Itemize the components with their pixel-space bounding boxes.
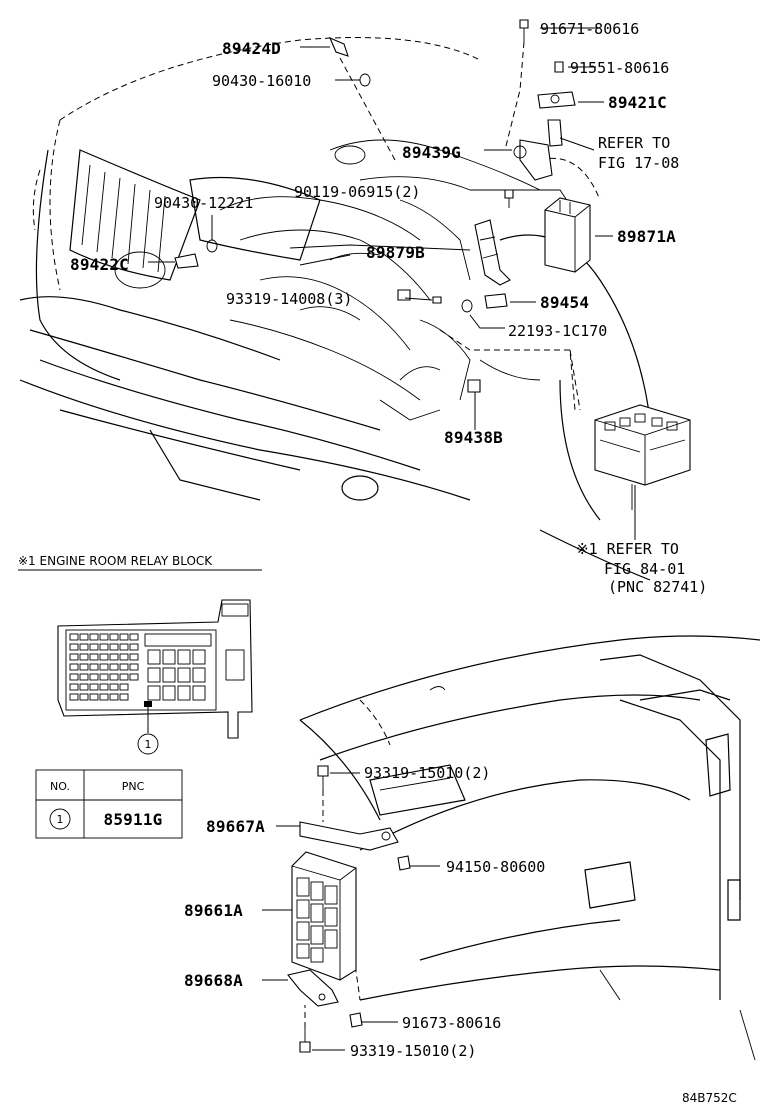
- label-89421c[interactable]: 89421C: [608, 93, 667, 112]
- label-91551-80616[interactable]: 91551-80616: [570, 59, 669, 77]
- fasteners-top: [174, 19, 564, 393]
- label-91671-80616[interactable]: 91671-80616: [540, 20, 639, 38]
- label-89667a[interactable]: 89667A: [206, 817, 265, 836]
- bracket-89879b-illustration: [474, 219, 511, 286]
- label-89422c[interactable]: 89422C: [70, 255, 129, 274]
- label-89439g[interactable]: 89439G: [402, 143, 461, 162]
- label-90430-16010[interactable]: 90430-16010: [212, 72, 311, 90]
- label-90119-06915[interactable]: 90119-06915(2): [294, 183, 420, 201]
- ecu-89871a-illustration: [544, 197, 591, 273]
- callout-number: 1: [145, 738, 152, 751]
- part-labels-top: 89424D 90430-16010 91671-80616 91551-806…: [70, 20, 707, 596]
- fig-84-01-link[interactable]: FIG 84-01: [604, 560, 685, 578]
- leader-lines-bottom: [262, 772, 440, 1051]
- label-89879b[interactable]: 89879B: [366, 243, 425, 262]
- pnc-table: NO. PNC 1 85911G: [35, 769, 183, 839]
- label-94150-80600[interactable]: 94150-80600: [446, 858, 545, 876]
- label-93319-15010-bottom[interactable]: 93319-15010(2): [350, 1042, 476, 1060]
- label-89454[interactable]: 89454: [540, 293, 589, 312]
- label-93319-14008[interactable]: 93319-14008(3): [226, 290, 352, 308]
- table-row-pnc[interactable]: 85911G: [104, 810, 163, 829]
- table-row-no: 1: [57, 813, 64, 826]
- fasteners-bottom: [299, 765, 329, 1053]
- bracket-89668a-illustration: [287, 969, 363, 1028]
- figure-code: 84B752C: [682, 1091, 737, 1105]
- pnc-82741-label: (PNC 82741): [608, 578, 707, 596]
- label-89424d[interactable]: 89424D: [222, 39, 281, 58]
- label-89438b[interactable]: 89438B: [444, 428, 503, 447]
- bracket-89667a-illustration: [299, 821, 411, 871]
- sensor-89439g-illustration: [513, 119, 563, 181]
- fig-17-08-link[interactable]: FIG 17-08: [598, 154, 679, 172]
- label-22193-1c170[interactable]: 22193-1C170: [508, 322, 607, 340]
- label-91673-80616[interactable]: 91673-80616: [402, 1014, 501, 1032]
- relay-block-title: ※1 ENGINE ROOM RELAY BLOCK: [18, 554, 213, 568]
- label-89668a[interactable]: 89668A: [184, 971, 243, 990]
- sensor-89421c-illustration: [537, 91, 576, 109]
- refer-to-label-1: REFER TO: [598, 134, 670, 152]
- table-header-no: NO.: [50, 780, 70, 793]
- relay-block-illustration: [594, 404, 691, 510]
- ecu-89661a-illustration: [291, 851, 357, 981]
- refer-to-label-2: ※1 REFER TO: [576, 540, 679, 558]
- relay-block-inset: ※1 ENGINE ROOM RELAY BLOCK 1: [18, 554, 262, 755]
- label-89871a[interactable]: 89871A: [617, 227, 676, 246]
- label-89661a[interactable]: 89661A: [184, 901, 243, 920]
- callout-circle: [137, 733, 159, 755]
- table-header-pnc: PNC: [122, 780, 145, 793]
- label-93319-15010-top[interactable]: 93319-15010(2): [364, 764, 490, 782]
- label-90430-12221[interactable]: 90430-12221: [154, 194, 253, 212]
- part-labels-bottom: 93319-15010(2) 89667A 94150-80600 89661A…: [184, 764, 737, 1105]
- leader-lines-top: [148, 27, 636, 540]
